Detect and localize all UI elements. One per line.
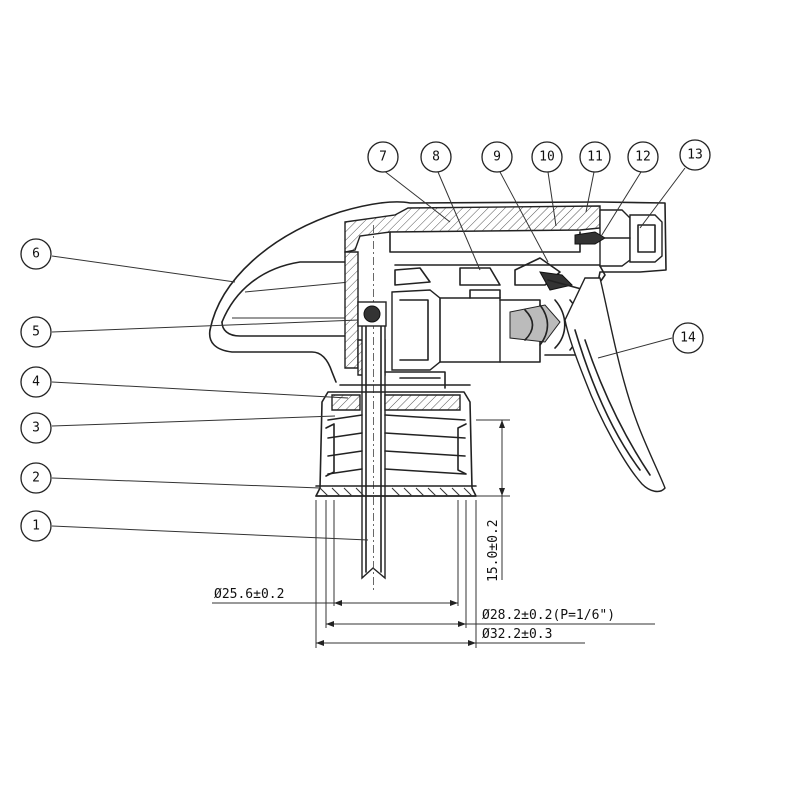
trigger-lever <box>564 277 666 493</box>
callout-1: 1 <box>20 510 52 542</box>
dip-tube <box>361 225 386 590</box>
callout-3-label: 3 <box>32 421 40 436</box>
callout-7: 7 <box>367 141 399 173</box>
callout-9-label: 9 <box>493 150 501 165</box>
callout-13-label: 13 <box>687 148 703 163</box>
callout-14-label: 14 <box>680 331 696 346</box>
leader-lines <box>51 167 686 541</box>
dim-dip-tube-diameter: Ø25.6±0.2 <box>214 587 284 602</box>
callout-4-label: 4 <box>32 375 40 390</box>
callout-2-label: 2 <box>32 471 40 486</box>
nozzle-assembly <box>574 209 663 286</box>
callout-11: 11 <box>579 141 611 173</box>
callout-10: 10 <box>531 141 563 173</box>
dimension-lines <box>212 419 655 648</box>
callout-12: 12 <box>627 141 659 173</box>
callout-5: 5 <box>20 316 52 348</box>
callout-5-label: 5 <box>32 325 40 340</box>
dim-closure-height: 15.0±0.2 <box>486 519 501 582</box>
dim-closure-diameter: Ø32.2±0.3 <box>482 627 552 642</box>
callout-4: 4 <box>20 366 52 398</box>
callout-7-label: 7 <box>379 150 387 165</box>
closure-cap <box>315 391 477 497</box>
callout-14: 14 <box>672 322 704 354</box>
callout-12-label: 12 <box>635 150 651 165</box>
callout-10-label: 10 <box>539 150 555 165</box>
callout-2: 2 <box>20 462 52 494</box>
callout-6-label: 6 <box>32 247 40 262</box>
callout-8: 8 <box>420 141 452 173</box>
callout-1-label: 1 <box>32 519 40 534</box>
callout-13: 13 <box>679 139 711 171</box>
callout-6: 6 <box>20 238 52 270</box>
callout-9: 9 <box>481 141 513 173</box>
callout-3: 3 <box>20 412 52 444</box>
ball-valve <box>357 301 387 327</box>
dim-thread-diameter: Ø28.2±0.2(P=1/6") <box>482 608 615 623</box>
callout-11-label: 11 <box>587 150 603 165</box>
shroud-housing <box>208 201 667 383</box>
seal-gaskets <box>331 371 471 411</box>
callout-8-label: 8 <box>432 150 440 165</box>
